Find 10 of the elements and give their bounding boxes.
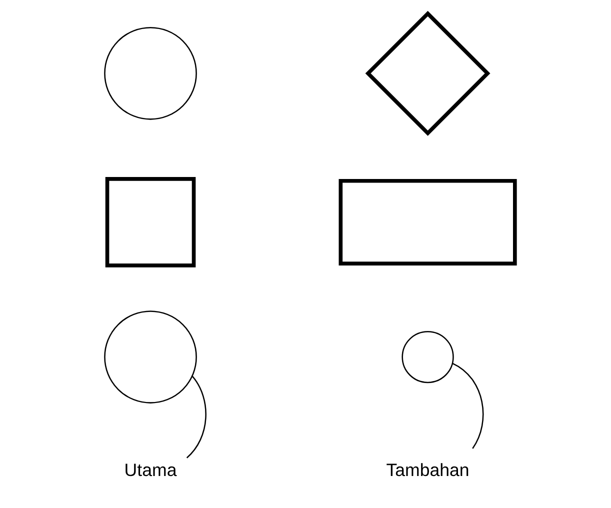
- connector: [186, 376, 206, 458]
- node-diamond: [365, 10, 490, 136]
- node-circle: [104, 26, 197, 120]
- node-box: [338, 178, 517, 266]
- node-text: Utama: [124, 460, 177, 480]
- node-circle: [104, 310, 197, 404]
- connector: [452, 362, 484, 449]
- node-circle: [402, 330, 454, 384]
- node-box: [105, 177, 196, 268]
- node-text: Tambahan: [386, 460, 470, 480]
